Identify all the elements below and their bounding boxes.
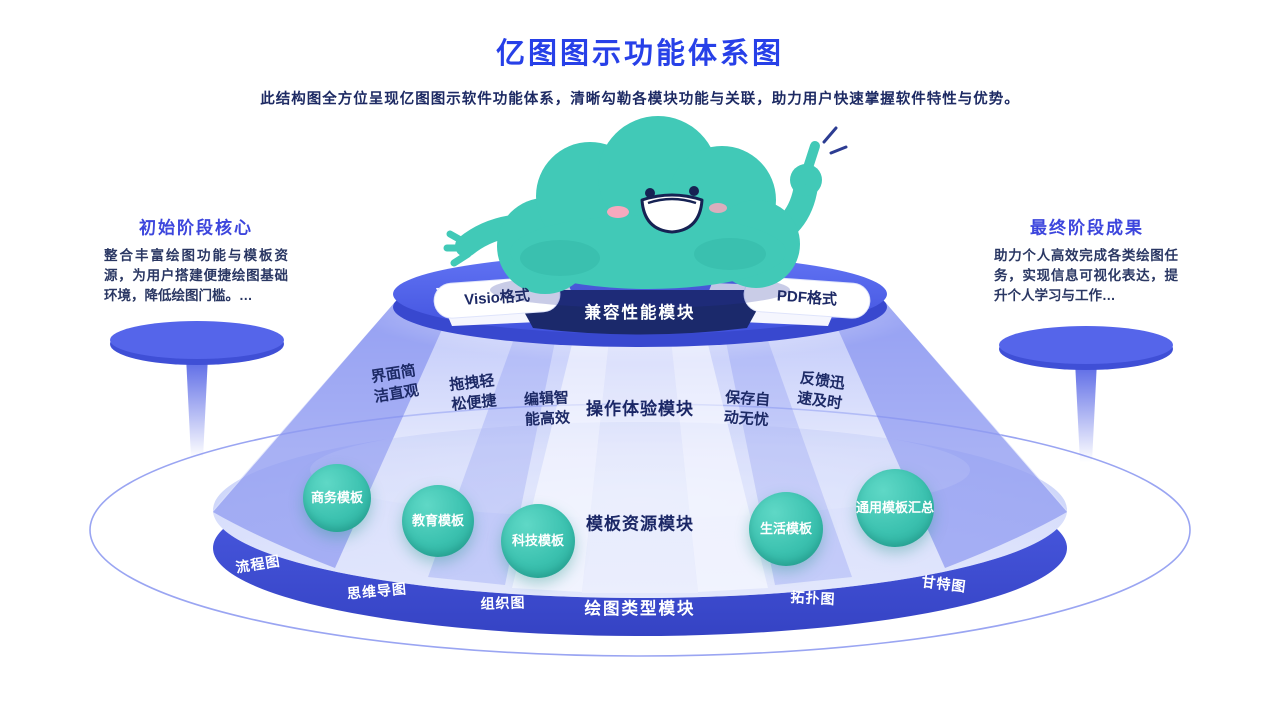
left-note-heading: 初始阶段核心 <box>139 218 253 238</box>
format-pdf-label: PDF格式 <box>776 287 838 309</box>
right-note-body: 助力个人高效完成各类绘图任务，实现信息可视化表达，提升个人学习与工作… <box>994 248 1178 303</box>
drawing-type-orgchart: 组织图 <box>480 594 526 612</box>
left-note-body: 整合丰富绘图功能与模板资源，为用户搭建便捷绘图基础环境，降低绘图门槛。… <box>104 248 288 303</box>
tier-templates-label: 模板资源模块 <box>586 514 694 534</box>
right-note-heading: 最终阶段成果 <box>1030 218 1144 238</box>
template-node-technology: 科技模板 <box>501 504 575 578</box>
page-subtitle: 此结构图全方位呈现亿图图示软件功能体系，清晰勾勒各模块功能与关联，助力用户快速掌… <box>260 91 1020 108</box>
cloud-mascot-icon <box>443 116 848 294</box>
template-node-general: 通用模板汇总 <box>856 469 934 547</box>
experience-item-autosave: 保存自动无忧 <box>723 388 771 429</box>
template-node-life: 生活模板 <box>749 492 823 566</box>
page-title: 亿图图示功能体系图 <box>495 38 785 70</box>
left-pedestal <box>110 321 284 458</box>
tier-experience-label: 操作体验模块 <box>586 399 694 419</box>
pdf-pill <box>743 276 871 319</box>
tier-drawing-types-label: 绘图类型模块 <box>584 600 696 618</box>
tier-compatibility-label: 兼容性能模块 <box>584 304 696 322</box>
compatibility-band <box>512 290 768 335</box>
experience-item-editing: 编辑智能高效 <box>523 389 571 429</box>
right-pedestal <box>999 326 1173 462</box>
experience-item-feedback: 反馈迅速及时 <box>796 369 846 412</box>
template-node-business: 商务模板 <box>303 464 371 532</box>
drawing-type-topology: 拓扑图 <box>790 588 836 608</box>
template-node-education: 教育模板 <box>402 485 474 557</box>
funnel-cone <box>213 302 1067 598</box>
experience-item-dragdrop: 拖拽轻松便捷 <box>448 372 498 414</box>
experience-item-ui: 界面简洁直观 <box>369 362 421 406</box>
